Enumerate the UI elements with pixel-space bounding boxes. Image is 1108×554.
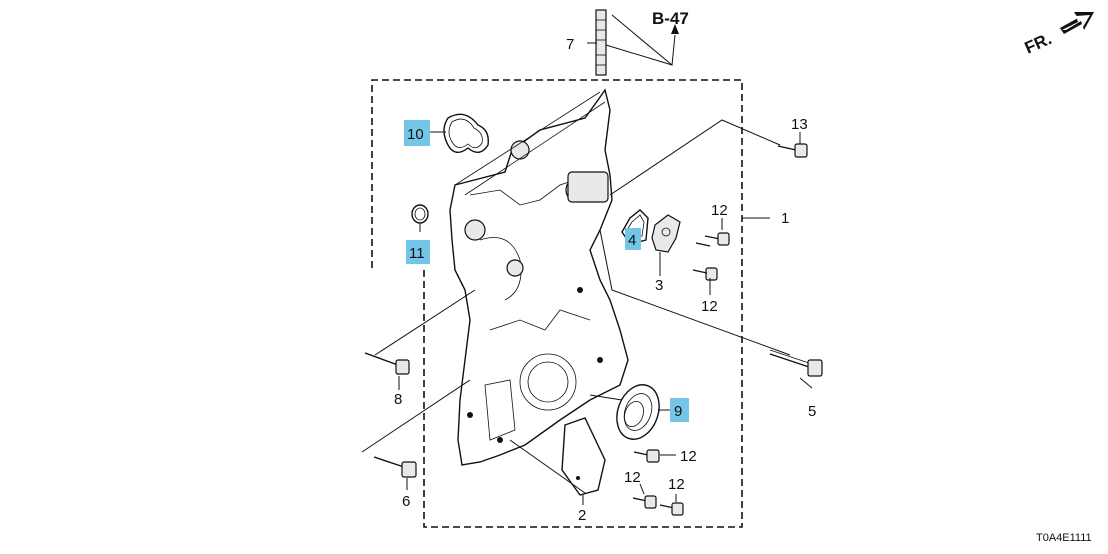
callout-5: 5: [808, 403, 816, 420]
diagram-code: T0A4E1111: [1036, 532, 1092, 544]
callout-4: 4: [628, 232, 636, 249]
leader-lines: [361, 14, 813, 505]
bolts: [364, 143, 823, 516]
highlight-9: [670, 398, 689, 422]
highlight-10: [404, 120, 430, 146]
callout-13: 13: [791, 116, 808, 133]
callout-12-bottom-right: 12: [668, 476, 685, 493]
cover-plate-part: [561, 417, 606, 496]
callout-12-seal: 12: [680, 448, 697, 465]
front-direction-arrow-icon: [1060, 12, 1094, 34]
sensor-part: [651, 214, 681, 253]
callout-9: 9: [674, 403, 682, 420]
chain-case-cover: [449, 88, 629, 466]
callout-12-mid: 12: [701, 298, 718, 315]
callout-11: 11: [409, 245, 425, 262]
assembly-frame: [371, 79, 743, 528]
callout-7: 7: [566, 36, 574, 53]
highlight-11: [406, 240, 430, 264]
callout-10: 10: [407, 126, 424, 143]
callout-3: 3: [655, 277, 663, 294]
stud-bolt-part: [595, 9, 607, 76]
small-o-ring-part: [411, 204, 429, 224]
callout-12-top: 12: [711, 202, 728, 219]
oil-seal-part: [616, 384, 660, 440]
o-ring-part: [443, 113, 489, 153]
callout-12-bottom-left: 12: [624, 469, 641, 486]
callout-1: 1: [781, 210, 789, 227]
highlight-4: [625, 228, 641, 250]
direction-label: FR.: [1022, 29, 1055, 57]
arrow-up-icon: [671, 24, 679, 34]
reference-label: B-47: [652, 9, 689, 28]
callout-8: 8: [394, 391, 402, 408]
callout-6: 6: [402, 493, 410, 510]
callout-2: 2: [578, 507, 586, 524]
